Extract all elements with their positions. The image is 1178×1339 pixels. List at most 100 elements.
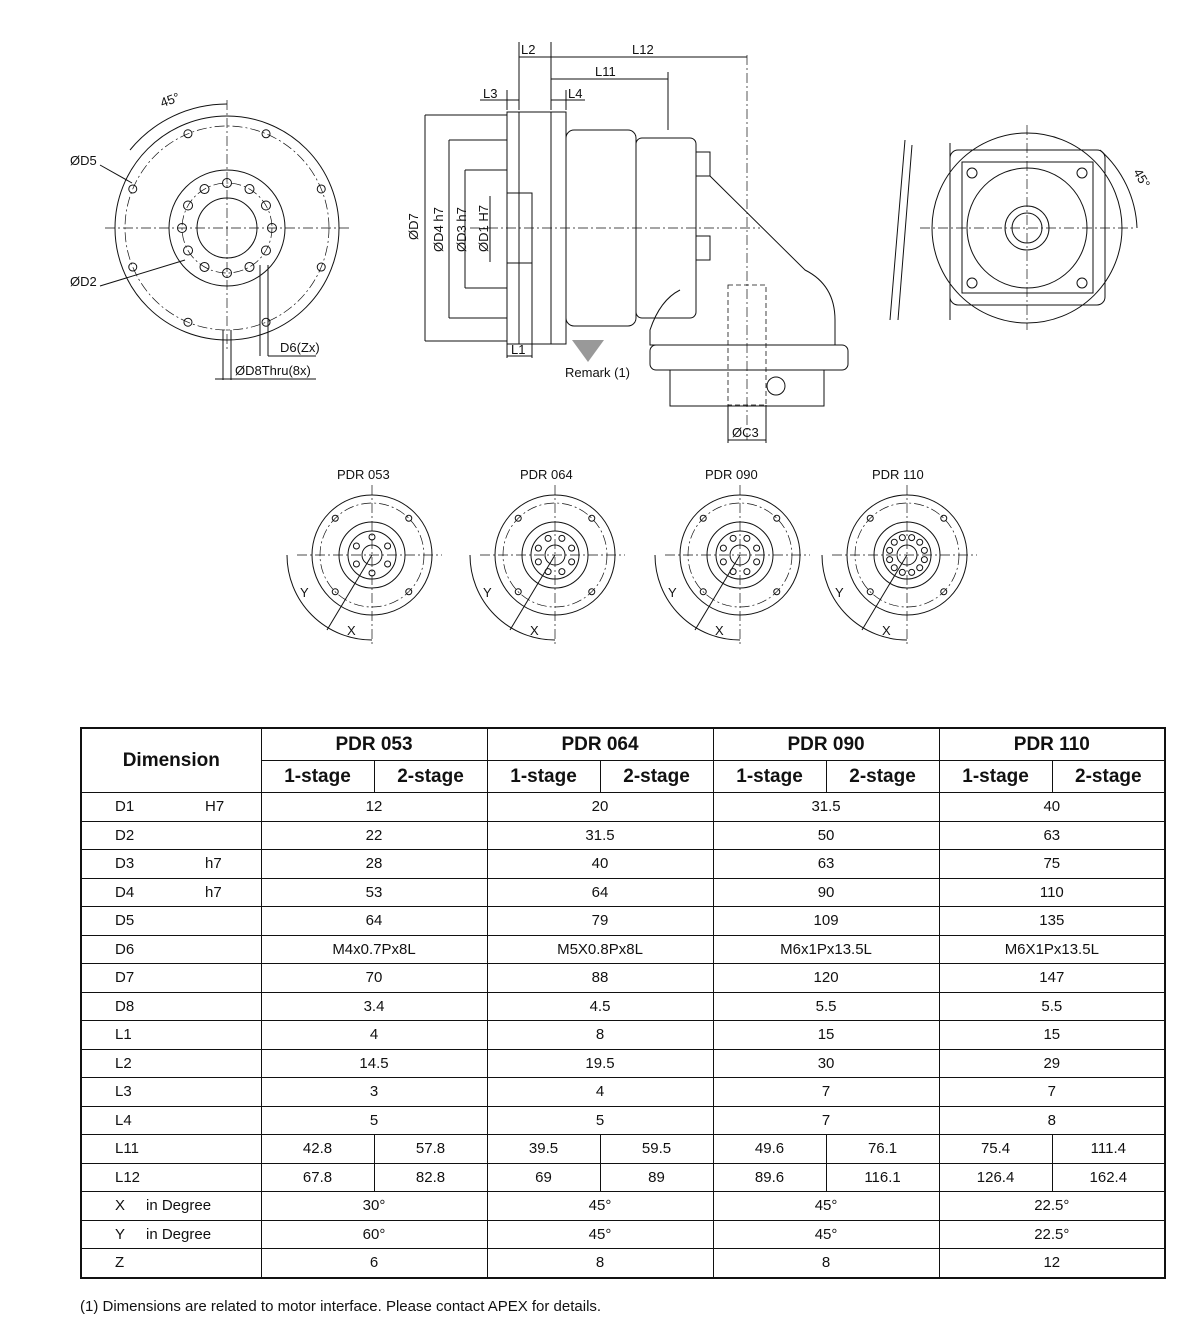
dimension-cell: Z xyxy=(80,1248,262,1278)
mount-hole xyxy=(183,129,193,139)
mount-hole xyxy=(128,184,138,194)
model-header: PDR 053 xyxy=(260,727,488,761)
l2-label: L2 xyxy=(521,42,535,57)
d3-label: ØD3 h7 xyxy=(454,207,469,252)
value-cell: 7 xyxy=(712,1105,940,1135)
value-cell: M4x0.7Px8L xyxy=(260,934,488,964)
value-cell: 63 xyxy=(712,849,940,879)
y-angle-label: Y xyxy=(668,585,677,600)
end-angle-label: 45° xyxy=(1130,166,1153,191)
value-cell: 75 xyxy=(938,849,1166,879)
value-cell: 69 xyxy=(486,1162,601,1192)
dimension-cell: D8 xyxy=(80,991,262,1021)
model-header: PDR 090 xyxy=(712,727,940,761)
value-cell: 88 xyxy=(486,963,714,993)
value-cell: 14.5 xyxy=(260,1048,488,1078)
stage-header: 2-stage xyxy=(373,760,488,793)
dimension-header: Dimension xyxy=(80,727,262,793)
dimension-label: L3 xyxy=(115,1083,132,1101)
value-cell: 59.5 xyxy=(599,1134,714,1164)
pattern-title: PDR 090 xyxy=(705,467,758,482)
value-cell: 30 xyxy=(712,1048,940,1078)
mount-hole xyxy=(261,129,271,139)
mount-hole xyxy=(183,317,193,327)
value-cell: 49.6 xyxy=(712,1134,827,1164)
value-cell: 89.6 xyxy=(712,1162,827,1192)
value-cell: 4 xyxy=(260,1020,488,1050)
tolerance-label: in Degree xyxy=(146,1225,212,1243)
value-cell: 42.8 xyxy=(260,1134,375,1164)
tap-hole xyxy=(222,178,232,188)
value-cell: 22.5° xyxy=(938,1219,1166,1249)
dimension-cell: L12 xyxy=(80,1162,262,1192)
value-cell: 45° xyxy=(486,1191,714,1221)
value-cell: 90 xyxy=(712,877,940,907)
value-cell: 120 xyxy=(712,963,940,993)
tap-hole xyxy=(260,200,271,211)
value-cell: 5.5 xyxy=(938,991,1166,1021)
value-cell: 22.5° xyxy=(938,1191,1166,1221)
pattern-title: PDR 053 xyxy=(337,467,390,482)
c3-label: ØC3 xyxy=(732,425,759,440)
dimension-label: D7 xyxy=(115,969,135,987)
dimension-cell: L4 xyxy=(80,1105,262,1135)
l4-label: L4 xyxy=(568,86,582,101)
dimension-label: D5 xyxy=(115,912,135,930)
value-cell: 12 xyxy=(260,792,488,822)
value-cell: 31.5 xyxy=(486,820,714,850)
value-cell: 110 xyxy=(938,877,1166,907)
dimension-cell: L3 xyxy=(80,1077,262,1107)
value-cell: 45° xyxy=(712,1219,940,1249)
value-cell: 135 xyxy=(938,906,1166,936)
value-cell: 79 xyxy=(486,906,714,936)
value-cell: 64 xyxy=(260,906,488,936)
value-cell: 5 xyxy=(260,1105,488,1135)
value-cell: 8 xyxy=(712,1248,940,1278)
angle-label: 45° xyxy=(158,89,182,110)
tap-hole xyxy=(199,184,210,195)
tap-hole xyxy=(177,223,187,233)
dimension-label: L11 xyxy=(115,1140,139,1158)
footnote: (1) Dimensions are related to motor inte… xyxy=(80,1298,602,1315)
tap-hole xyxy=(244,261,255,272)
x-angle-label: X xyxy=(530,623,539,638)
d1-label: ØD1 H7 xyxy=(476,205,491,252)
value-cell: M5X0.8Px8L xyxy=(486,934,714,964)
value-cell: 7 xyxy=(712,1077,940,1107)
tap-hole xyxy=(199,261,210,272)
value-cell: 7 xyxy=(938,1077,1166,1107)
value-cell: 60° xyxy=(260,1219,488,1249)
l3-label: L3 xyxy=(483,86,497,101)
value-cell: 3 xyxy=(260,1077,488,1107)
value-cell: 5 xyxy=(486,1105,714,1135)
mount-hole xyxy=(316,184,326,194)
stage-header: 1-stage xyxy=(712,760,827,793)
value-cell: 64 xyxy=(486,877,714,907)
tolerance-label: in Degree xyxy=(146,1197,212,1215)
d8-label: ØD8Thru(8x) xyxy=(235,363,311,378)
dimension-label: L12 xyxy=(115,1168,141,1186)
value-cell: 8 xyxy=(486,1020,714,1050)
stage-header: 2-stage xyxy=(1051,760,1166,793)
value-cell: 8 xyxy=(938,1105,1166,1135)
pattern-title: PDR 110 xyxy=(872,467,924,482)
tap-hole xyxy=(267,223,277,233)
tap-hole xyxy=(183,200,194,211)
value-cell: 75.4 xyxy=(938,1134,1053,1164)
d6-label: D6(Zx) xyxy=(280,340,320,355)
value-cell: 76.1 xyxy=(825,1134,940,1164)
dimension-label: L2 xyxy=(115,1054,132,1072)
model-header: PDR 110 xyxy=(938,727,1166,761)
value-cell: 45° xyxy=(486,1219,714,1249)
value-cell: 5.5 xyxy=(712,991,940,1021)
